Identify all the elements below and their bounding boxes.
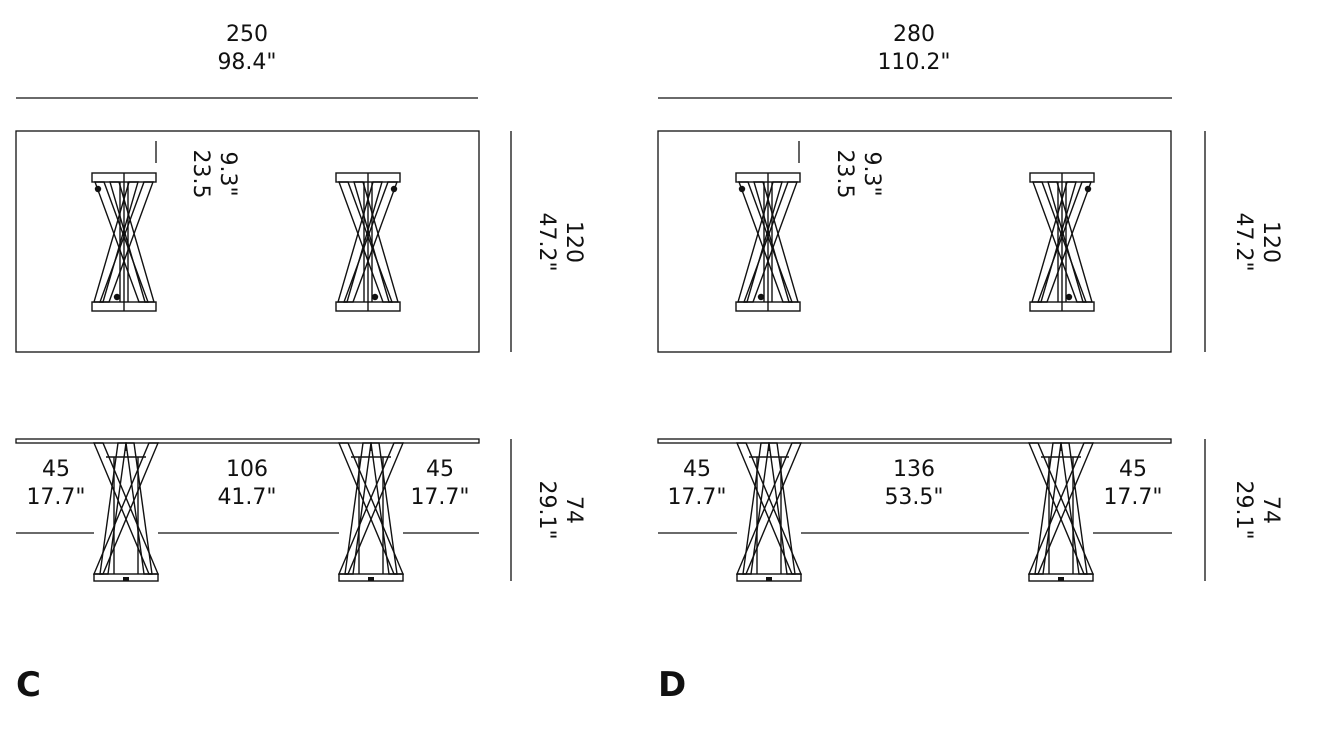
height-cm-label: 74	[561, 496, 586, 524]
between-bases-inch-label: 53.5"	[884, 485, 943, 510]
width-cm-label: 120	[561, 221, 586, 263]
length-inch-label: 98.4"	[217, 50, 276, 75]
length-cm-label: 280	[893, 22, 935, 47]
panel-letter: D	[658, 665, 686, 705]
overhang-right-cm-label: 45	[1119, 457, 1147, 482]
left-base-top-view	[91, 172, 157, 312]
right-base-top-view	[335, 172, 401, 312]
between-bases-cm-label: 136	[893, 457, 935, 482]
height-cm-label: 74	[1258, 496, 1283, 524]
base-depth-cm-label: 23.5	[188, 150, 213, 199]
panel-d: 280 110.2" 23.5 9.3" 120 47.2" 45 17.7" …	[657, 22, 1283, 705]
width-inch-label: 47.2"	[534, 212, 559, 271]
overhang-right-inch-label: 17.7"	[410, 485, 469, 510]
length-inch-label: 110.2"	[877, 50, 950, 75]
left-base-side-view	[736, 442, 802, 582]
table-top-view	[657, 130, 1172, 353]
base-depth-inch-label: 9.3"	[859, 151, 884, 196]
panel-c: 250 98.4" 23.5 9.3" 120 47.2" 45 17.7" 1…	[15, 22, 586, 705]
left-base-side-view	[93, 442, 159, 582]
right-base-side-view	[1028, 442, 1094, 582]
right-base-top-view	[1029, 172, 1095, 312]
width-inch-label: 47.2"	[1231, 212, 1256, 271]
length-cm-label: 250	[226, 22, 268, 47]
overhang-left-cm-label: 45	[683, 457, 711, 482]
right-base-side-view	[338, 442, 404, 582]
height-inch-label: 29.1"	[534, 480, 559, 539]
base-depth-cm-label: 23.5	[832, 150, 857, 199]
overhang-left-inch-label: 17.7"	[26, 485, 85, 510]
overhang-right-inch-label: 17.7"	[1103, 485, 1162, 510]
overhang-left-inch-label: 17.7"	[667, 485, 726, 510]
left-base-top-view	[735, 172, 801, 312]
between-bases-cm-label: 106	[226, 457, 268, 482]
base-depth-inch-label: 9.3"	[215, 151, 240, 196]
overhang-left-cm-label: 45	[42, 457, 70, 482]
height-inch-label: 29.1"	[1231, 480, 1256, 539]
table-top-side-view	[657, 438, 1172, 444]
width-cm-label: 120	[1258, 221, 1283, 263]
between-bases-inch-label: 41.7"	[217, 485, 276, 510]
overhang-right-cm-label: 45	[426, 457, 454, 482]
panel-letter: C	[16, 665, 41, 705]
table-top-side-view	[15, 438, 480, 444]
table-top-view	[15, 130, 480, 353]
